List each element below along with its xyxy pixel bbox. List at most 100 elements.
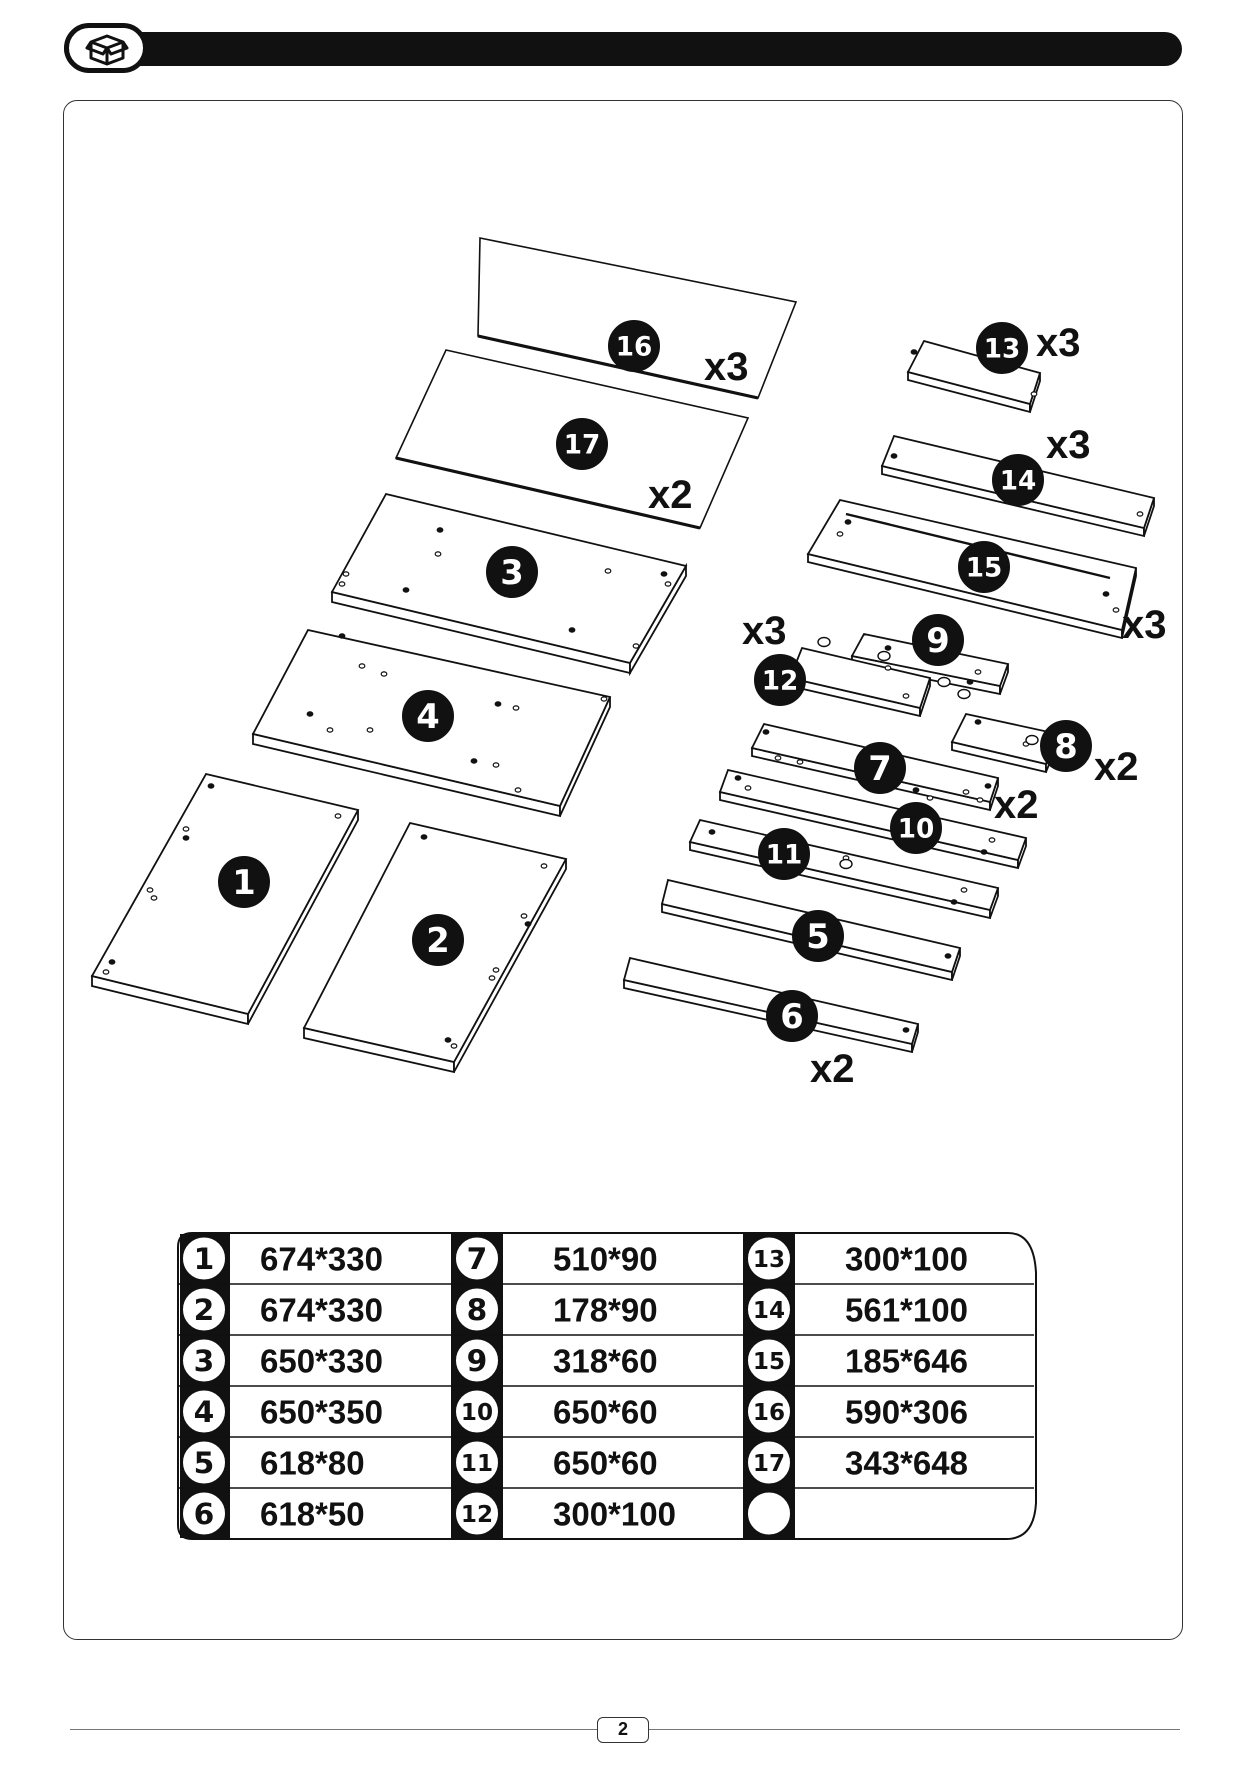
part-badge-6: 6 [766,990,818,1042]
hole [902,1027,910,1033]
table-badge-5: 5 [181,1439,227,1486]
cam-hole [839,858,853,870]
hole [366,727,374,733]
table-badge-empty [746,1490,792,1537]
qty-17: x2 [648,473,693,517]
part-badge-8: 8 [1040,720,1092,772]
part-badge-9: 9 [912,614,964,666]
table-badge-16: 16 [746,1388,792,1435]
table-badge-14: 14 [746,1286,792,1333]
table-badge-7: 7 [454,1235,500,1282]
hole [604,568,612,574]
part-badge-15-label: 15 [966,553,1003,583]
hole [960,887,968,893]
hole [902,693,910,699]
table-badge-2-disc [181,1286,227,1333]
table-badge-2-label: 2 [194,1293,215,1328]
hole [974,719,982,725]
table-badge-15-label: 15 [753,1349,785,1375]
table-badge-12: 12 [454,1490,500,1537]
hole [102,969,110,975]
qty-6: x2 [810,1047,855,1091]
board-12 [788,646,932,718]
hole [207,783,215,789]
qty-10: x2 [994,783,1039,827]
hole [514,787,522,793]
qty-13: x3 [1036,321,1081,365]
table-badge-11: 11 [454,1439,500,1486]
hole [912,787,920,793]
table-badge-10: 10 [454,1388,500,1435]
hole [568,627,576,633]
hole [1102,591,1110,597]
hole [520,913,528,919]
hole [910,349,918,355]
hole [774,755,782,761]
dimension-14: 561*100 [845,1292,968,1329]
part-badge-13-disc [976,322,1028,374]
part-badge-17-disc [556,418,608,470]
table-badge-5-label: 5 [194,1446,215,1481]
cam-hole [937,676,951,688]
table-badge-3-label: 3 [194,1344,215,1379]
part-badge-14-disc [992,454,1044,506]
dimension-11: 650*60 [553,1445,658,1482]
hole [334,813,342,819]
hole [182,835,190,841]
table-badge-9-disc [454,1337,500,1384]
hole [980,849,988,855]
part-badge-5-disc [792,910,844,962]
part-badge-10-label: 10 [898,814,935,844]
cam-hole [957,688,971,700]
hole [524,921,532,927]
table-badge-1-label: 1 [194,1242,215,1277]
part-badge-3-label: 3 [500,553,523,592]
table-badge-13-disc [746,1235,792,1282]
part-badge-11: 11 [758,828,810,880]
dimension-6: 618*50 [260,1496,365,1533]
hole [470,758,478,764]
table-badge-17-disc [746,1439,792,1486]
hole [836,531,844,537]
board-16-edge [477,334,759,400]
dimension-9: 318*60 [553,1343,658,1380]
header-bar [64,32,1182,66]
table-badge-12-label: 12 [461,1502,493,1528]
dimension-12: 300*100 [553,1496,676,1533]
qty-8: x2 [1094,745,1139,789]
dimension-13: 300*100 [845,1241,968,1278]
table-badge-3: 3 [181,1337,227,1384]
hole [150,895,158,901]
table-badge-14-disc [746,1286,792,1333]
part-badge-2-label: 2 [426,921,449,960]
hole [600,696,608,702]
table-badge-5-disc [181,1439,227,1486]
part-badge-12-disc [754,654,806,706]
part-badge-15-disc [958,541,1010,593]
part-badge-3: 3 [486,546,538,598]
hole [1030,391,1038,397]
part-badge-7: 7 [854,742,906,794]
part-badge-17: 17 [556,418,608,470]
part-badge-16-label: 16 [616,332,653,362]
hole [492,762,500,768]
board-holes [102,349,1144,1049]
hole [962,789,970,795]
hole [182,826,190,832]
dimension-2: 674*330 [260,1292,383,1329]
hole [326,727,334,733]
hole [494,701,502,707]
dimension-17: 343*648 [845,1445,968,1482]
table-badge-3-disc [181,1337,227,1384]
hole [488,975,496,981]
hole [306,711,314,717]
hole [708,829,716,835]
part-badge-12: 12 [754,654,806,706]
hole [492,967,500,973]
qty-14: x3 [1046,423,1091,467]
